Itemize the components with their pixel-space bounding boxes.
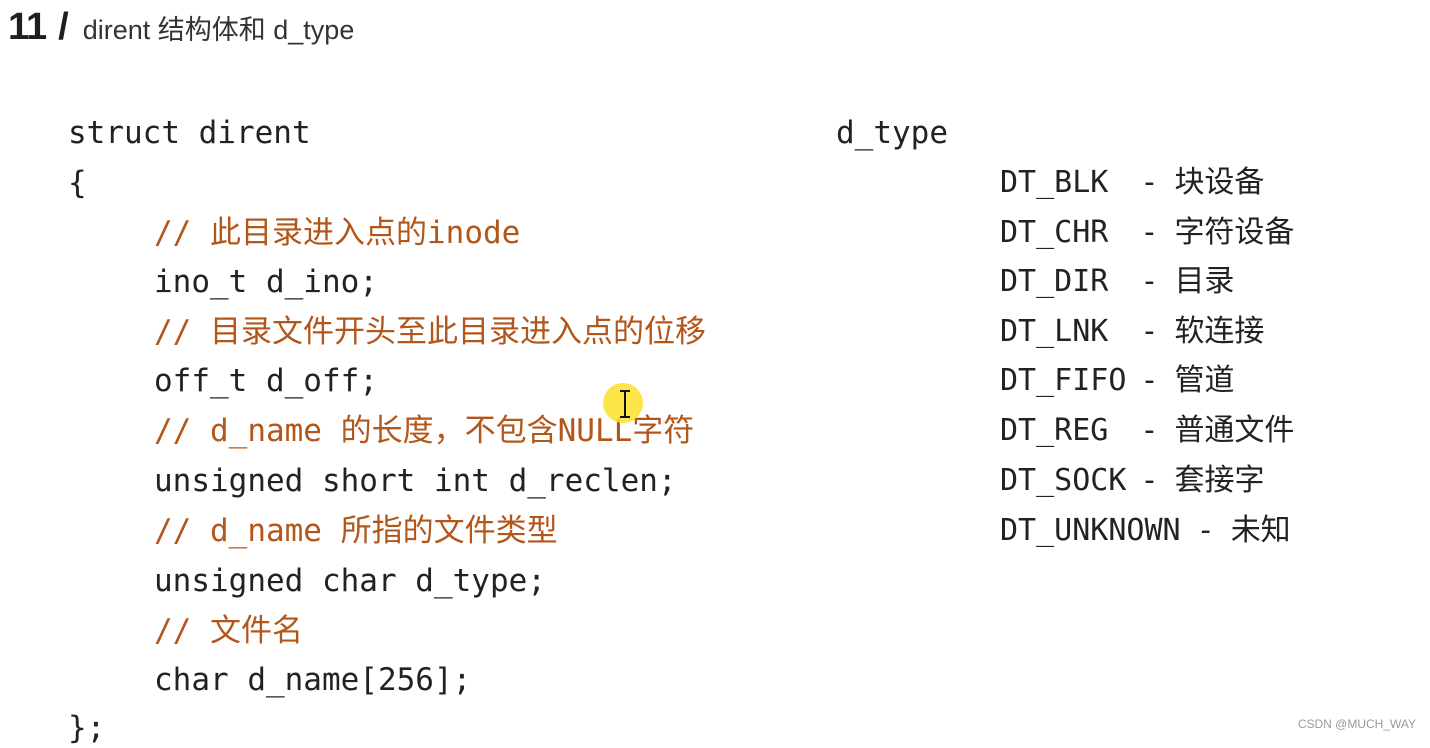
d-type-desc: 软连接 bbox=[1174, 314, 1265, 349]
d-type-name: DT_SOCK bbox=[1000, 463, 1127, 498]
d-type-dash: - bbox=[1140, 314, 1159, 349]
close-brace: }; bbox=[68, 710, 106, 746]
text-cursor-ibeam-icon bbox=[620, 390, 630, 418]
d-type-name: DT_BLK bbox=[1000, 165, 1109, 200]
slide-separator: / bbox=[58, 6, 69, 48]
d-type-desc: 套接字 bbox=[1174, 463, 1265, 498]
field-d-off: off_t d_off; bbox=[154, 363, 378, 399]
comment-type: // d_name 所指的文件类型 bbox=[154, 513, 558, 549]
d-type-name: DT_UNKNOWN bbox=[1000, 513, 1181, 548]
d-type-name: DT_CHR bbox=[1000, 215, 1109, 250]
slide-number: 11 bbox=[8, 6, 47, 48]
watermark: CSDN @MUCH_WAY bbox=[1297, 717, 1416, 731]
d-type-name: DT_LNK bbox=[1000, 314, 1109, 349]
d-type-item: DT_FIFO-管道 bbox=[1000, 361, 1235, 401]
d-type-desc: 普通文件 bbox=[1174, 413, 1295, 448]
d-type-dash: - bbox=[1140, 363, 1159, 398]
d-type-item: DT_LNK-软连接 bbox=[1000, 312, 1264, 352]
d-type-item: DT_DIR-目录 bbox=[1000, 262, 1234, 302]
d-type-desc: 目录 bbox=[1174, 264, 1235, 299]
open-brace: { bbox=[68, 165, 87, 201]
d-type-item: DT_BLK-块设备 bbox=[1000, 163, 1264, 203]
d-type-name: DT_DIR bbox=[1000, 264, 1109, 299]
d-type-item: DT_CHR-字符设备 bbox=[1000, 213, 1294, 253]
d-type-item: DT_UNKNOWN-未知 bbox=[1000, 511, 1291, 551]
d-type-name: DT_REG bbox=[1000, 413, 1109, 448]
slide-header: 11 / dirent 结构体和 d_type bbox=[8, 6, 354, 50]
d-type-dash: - bbox=[1140, 463, 1159, 498]
d-type-name: DT_FIFO bbox=[1000, 363, 1127, 398]
comment-offset: // 目录文件开头至此目录进入点的位移 bbox=[154, 314, 706, 350]
field-d-reclen: unsigned short int d_reclen; bbox=[154, 463, 677, 499]
d-type-dash: - bbox=[1140, 264, 1159, 299]
comment-filename: // 文件名 bbox=[154, 613, 303, 649]
slide-title: dirent 结构体和 d_type bbox=[82, 15, 355, 45]
d-type-dash: - bbox=[1140, 215, 1159, 250]
d-type-desc: 未知 bbox=[1230, 513, 1291, 548]
d-type-dash: - bbox=[1196, 513, 1215, 548]
field-d-ino: ino_t d_ino; bbox=[154, 264, 378, 300]
d-type-dash: - bbox=[1140, 165, 1159, 200]
d-type-item: DT_SOCK-套接字 bbox=[1000, 461, 1265, 501]
d-type-desc: 管道 bbox=[1174, 363, 1235, 398]
comment-inode: // 此目录进入点的inode bbox=[154, 215, 521, 251]
field-d-name: char d_name[256]; bbox=[154, 662, 472, 698]
d-type-desc: 字符设备 bbox=[1174, 215, 1295, 250]
d-type-heading: d_type bbox=[836, 115, 948, 151]
struct-declaration: struct dirent bbox=[68, 115, 311, 151]
comment-reclen: // d_name 的长度，不包含NULL字符 bbox=[154, 413, 695, 449]
d-type-desc: 块设备 bbox=[1174, 165, 1265, 200]
field-d-type: unsigned char d_type; bbox=[154, 563, 546, 599]
d-type-item: DT_REG-普通文件 bbox=[1000, 411, 1294, 451]
d-type-dash: - bbox=[1140, 413, 1159, 448]
